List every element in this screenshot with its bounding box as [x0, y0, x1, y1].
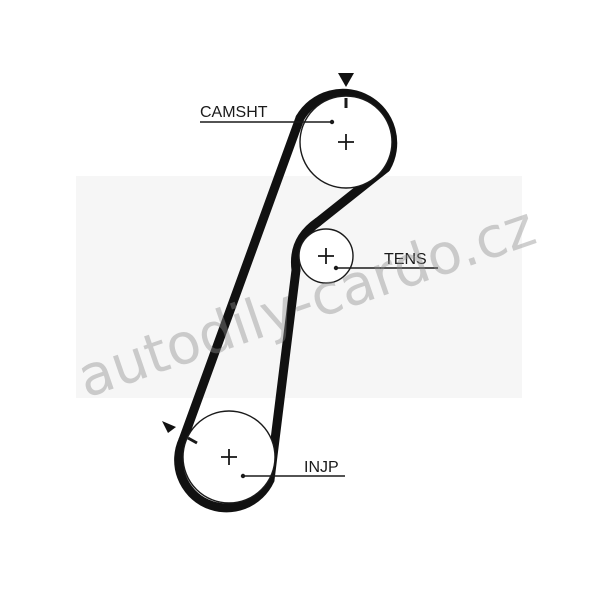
injection-pump-label: INJP [304, 459, 339, 476]
belt-injp-wrap [174, 435, 275, 513]
belt-tens-to-injp [265, 265, 301, 485]
camsht-leader-dot [329, 119, 335, 125]
belt-camshaft-wrap [295, 88, 398, 173]
camshaft-label: CAMSHT [200, 104, 268, 121]
camshaft-centre-cross [338, 134, 354, 150]
pulley-centres [221, 134, 354, 465]
belt-injp-to-cam [178, 113, 305, 445]
tens-leader-dot [333, 265, 339, 271]
timing-marks [187, 98, 348, 445]
background-panel [76, 176, 522, 398]
tensioner-label: TENS [384, 251, 427, 268]
injp-leader-dot [240, 473, 246, 479]
injection-pump-centre-cross [221, 449, 237, 465]
injp-timing-tick [187, 436, 198, 445]
leader-dots [240, 119, 339, 479]
belt-tens-wrap [290, 217, 323, 275]
leader-lines [200, 121, 438, 477]
injp-timing-arrow-icon [162, 421, 176, 433]
timing-arrows [162, 73, 354, 433]
pulleys [182, 95, 393, 504]
tensioner-centre-cross [318, 248, 334, 264]
camshaft-timing-arrow-icon [338, 73, 354, 87]
